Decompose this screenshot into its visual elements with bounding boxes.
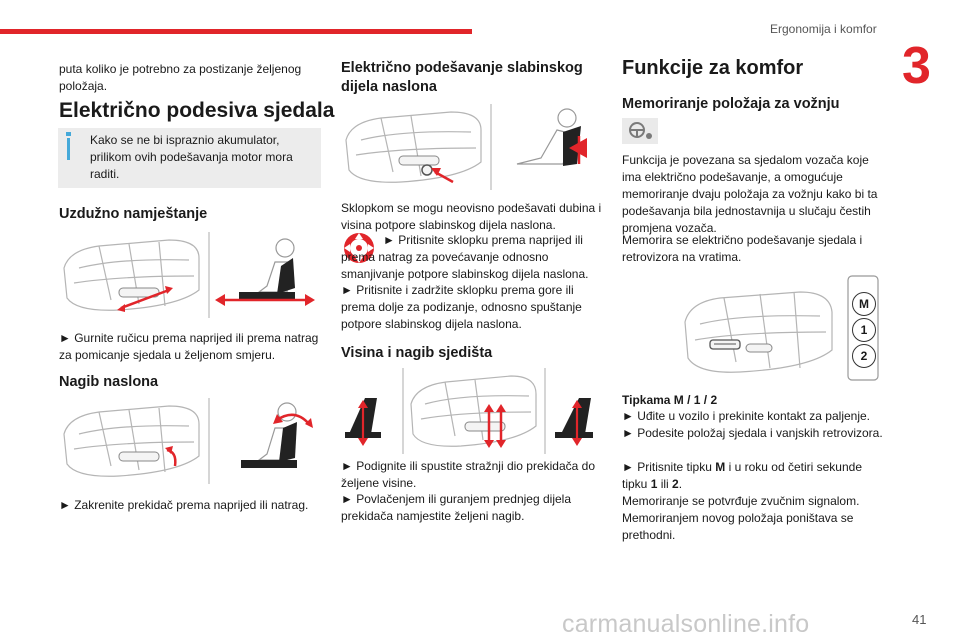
memory-overwrite: Memoriranjem novog položaja poništava se… [622, 511, 854, 542]
seat-longitudinal-illustration [59, 228, 321, 320]
electric-seats-title: Električno podesiva sjedala [59, 99, 335, 122]
memory-m-button[interactable]: M [852, 292, 876, 316]
info-icon [66, 132, 71, 136]
memory-step-1: ► Uđite u vozilo i prekinite kontakt za … [622, 409, 871, 423]
backrest-tilt-title: Nagib naslona [59, 374, 159, 390]
comfort-functions-title: Funkcije za komfor [622, 57, 804, 79]
chapter-number: 3 [902, 37, 931, 95]
seat-height-tilt-title: Visina i nagib sjedišta [341, 345, 493, 361]
info-icon-bar [67, 138, 70, 160]
height-bullet: ► Podignite ili spustite stražnji dio pr… [341, 459, 596, 490]
info-note-text: Kako se ne bi ispraznio akumulator, pril… [90, 133, 293, 181]
lumbar-title: Električno podešavanje slabinskog dijela… [341, 60, 583, 95]
memory-title: Memoriranje položaja za vožnju [622, 96, 840, 112]
memory-step-3: ► Pritisnite tipku M i u roku od četiri … [622, 460, 862, 491]
memory-confirmation: Memoriranje se potvrđuje zvučnim signalo… [622, 494, 860, 508]
page-number: 41 [912, 612, 927, 627]
backrest-tilt-illustration [59, 394, 321, 486]
backrest-tilt-instruction: ► Zakrenite prekidač prema naprijed ili … [59, 498, 309, 512]
memory-step-2: ► Podesite položaj sjedala i vanjskih re… [622, 426, 883, 440]
longitudinal-title: Uzdužno namještanje [59, 206, 208, 222]
seat-switch-icon [341, 230, 377, 266]
section-title: Ergonomija i komfor [770, 22, 877, 36]
memory-buttons-illustration: M 1 2 [680, 272, 880, 382]
memory-description: Funkcija je povezana sa sjedalom vozača … [622, 153, 878, 235]
memory-1-button[interactable]: 1 [852, 318, 876, 342]
header-red-bar [0, 29, 472, 34]
tilt-bullet: ► Povlačenjem ili guranjem prednjeg dije… [341, 492, 571, 523]
lumbar-bullet-1: ► Pritisnite sklopku prema naprijed ili … [341, 233, 589, 281]
intro-text: puta koliko je potrebno za postizanje že… [59, 62, 302, 93]
memory-2-button[interactable]: 2 [852, 344, 876, 368]
longitudinal-instruction: ► Gurnite ručicu prema naprijed ili prem… [59, 331, 319, 362]
steering-wheel-icon [622, 118, 658, 144]
keys-label: Tipkama M / 1 / 2 [622, 393, 718, 407]
watermark: carmanualsonline.info [562, 610, 810, 638]
seat-height-tilt-illustration [341, 364, 603, 456]
lumbar-bullet-2: ► Pritisnite i zadržite sklopku prema go… [341, 283, 582, 331]
lumbar-illustration [341, 100, 603, 192]
info-note: Kako se ne bi ispraznio akumulator, pril… [58, 128, 321, 188]
lumbar-description: Sklopkom se mogu neovisno podešavati dub… [341, 201, 602, 232]
memory-note: Memorira se električno podešavanje sjeda… [622, 233, 863, 264]
